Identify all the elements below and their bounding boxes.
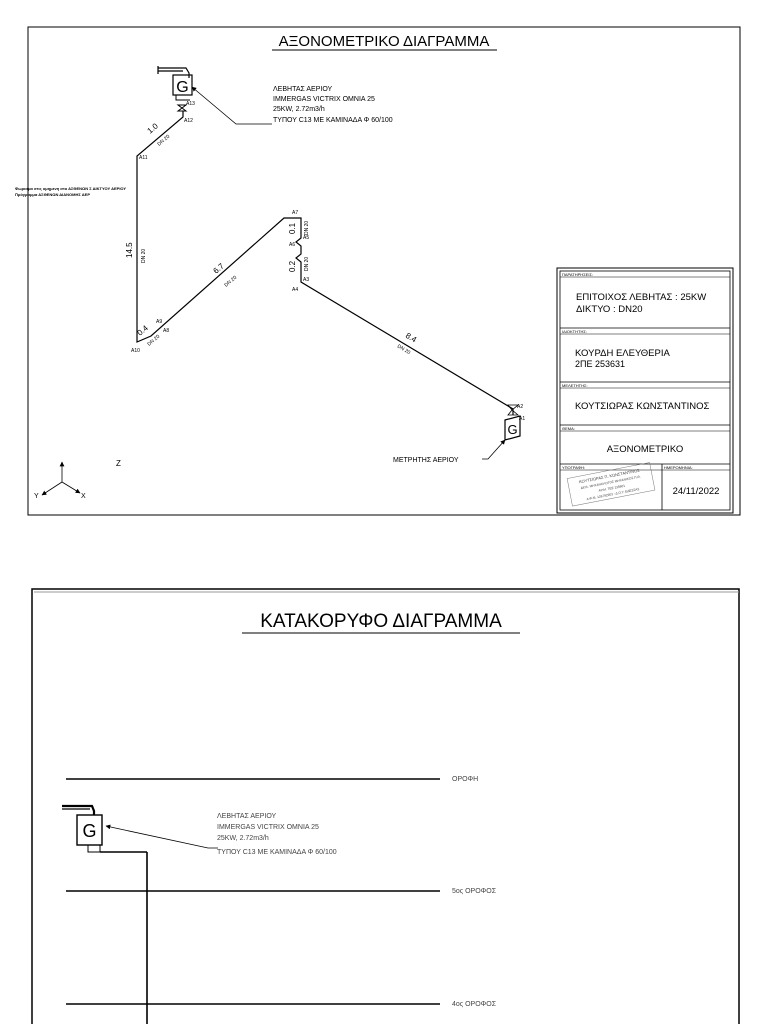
boiler-symbol-letter-vertical: G bbox=[82, 821, 96, 841]
engineer-label: ΜΕΛΕΤΗΤΗΣ: bbox=[562, 383, 588, 388]
point-label: A4 bbox=[292, 287, 298, 293]
sheet1-border bbox=[27, 26, 741, 516]
gas-pipe-route bbox=[136, 111, 514, 415]
boiler-label-line-4-vertical: ΤΥΠΟΥ C13 ΜΕ ΚΑΜΙΝΑΔΑ Φ 60/100 bbox=[217, 849, 337, 856]
meter-symbol-letter: G bbox=[507, 422, 517, 437]
boiler-label-block: ΛΕΒΗΤΑΣ ΑΕΡΙΟΥ IMMERGAS VICTRIX OMNIA 25… bbox=[273, 86, 393, 124]
boiler-label-block-vertical: ΛΕΒΗΤΑΣ ΑΕΡΙΟΥ IMMERGAS VICTRIX OMNIA 25… bbox=[217, 813, 337, 856]
point-label: A1 bbox=[519, 416, 525, 422]
remarks-line-1: ΕΠΙΤΟΙΧΟΣ ΛΕΒΗΤΑΣ : 25KW bbox=[576, 292, 706, 303]
boiler-valve-icon bbox=[176, 104, 188, 112]
stamp-line: ΑΡ.Μ. ΤΕΕ 135601 bbox=[598, 484, 625, 493]
segment-dn: DN 20 bbox=[146, 334, 161, 348]
level-label-roof: ΟΡΟΦΗ bbox=[452, 776, 478, 783]
segment-length: 8.4 bbox=[404, 331, 419, 345]
axis-y-label: Y bbox=[34, 493, 39, 500]
title-block: ΠΑΡΑΤΗΡΗΣΕΙΣ: ΕΠΙΤΟΙΧΟΣ ΛΕΒΗΤΑΣ : 25KW Δ… bbox=[556, 267, 734, 514]
level-label-4th: 4ος ΟΡΟΦΟΣ bbox=[452, 1001, 497, 1008]
segment-dn: DN 20 bbox=[141, 249, 147, 263]
segment-dn: DN 20 bbox=[304, 257, 310, 271]
boiler-label-line-1: ΛΕΒΗΤΑΣ ΑΕΡΙΟΥ bbox=[273, 86, 333, 93]
date-value: 24/11/2022 bbox=[673, 486, 720, 497]
drawing-name: ΑΞΟΝΟΜΕΤΡΙΚΟ bbox=[607, 444, 684, 455]
level-label-5th: 5ος ΟΡΟΦΟΣ bbox=[452, 888, 497, 895]
engineer-name: ΚΟΥΤΣΙΩΡΑΣ ΚΩΝΣΤΑΝΤΙΝΟΣ bbox=[575, 401, 710, 412]
owner-name: ΚΟΥΡΔΗ ΕΛΕΥΘΕΡΙΑ bbox=[575, 348, 670, 359]
segment-dn: DN 20 bbox=[223, 275, 238, 289]
remarks-line-2: ΔΙΚΤΥΟ : DN20 bbox=[576, 304, 643, 315]
axonometric-sheet: ΑΞΟΝΟΜΕΤΡΙΚΟ ΔΙΑΓΡΑΜΜΑ G ΛΕΒΗΤΑΣ ΑΕΡΙΟΥ … bbox=[15, 26, 741, 516]
segment-length: 0.4 bbox=[136, 323, 151, 337]
boiler-leader-line-vertical bbox=[105, 824, 218, 849]
meter-label: ΜΕΤΡΗΤΗΣ ΑΕΡΙΟΥ bbox=[393, 457, 459, 464]
point-label: A7 bbox=[292, 210, 298, 216]
boiler-symbol-letter: G bbox=[176, 79, 188, 96]
signature-label: ΥΠΟΓΡΑΦΗ: bbox=[562, 465, 585, 470]
segment-dn: DN 20 bbox=[156, 134, 171, 148]
boiler-symbol-vertical: G bbox=[62, 804, 147, 853]
point-label: A13 bbox=[186, 101, 195, 107]
pipe-points: A13 A12 A11 A10 A9 A8 A7 A6 A5 A4 A3 A2 … bbox=[131, 101, 525, 422]
date-label: ΗΜΕΡΟΜΗΝΙΑ: bbox=[664, 465, 693, 470]
gas-meter-symbol: G bbox=[504, 404, 521, 441]
segment-length: 14.5 bbox=[125, 242, 134, 258]
segment-annotations: 1.0 DN 20 14.5 DN 20 0.4 DN 20 6.7 DN 20… bbox=[125, 121, 419, 356]
sheet1-title: ΑΞΟΝΟΜΕΤΡΙΚΟ ΔΙΑΓΡΑΜΜΑ bbox=[279, 33, 490, 50]
point-label: A10 bbox=[131, 348, 140, 354]
owner-label: ΙΔΙΟΚΤΗΤΗΣ: bbox=[562, 329, 587, 334]
boiler-label-line-2-vertical: IMMERGAS VICTRIX OMNIA 25 bbox=[217, 824, 319, 831]
segment-length: 0.2 bbox=[288, 260, 297, 272]
axis-x-label: X bbox=[81, 493, 86, 500]
point-label: A9 bbox=[156, 319, 162, 325]
point-label: A8 bbox=[163, 328, 169, 334]
owner-id: 2ΠΕ 253631 bbox=[575, 359, 625, 369]
segment-length: 6.7 bbox=[212, 261, 227, 275]
point-label: A2 bbox=[517, 404, 523, 410]
boiler-label-line-2: IMMERGAS VICTRIX OMNIA 25 bbox=[273, 96, 375, 103]
boiler-label-line-3-vertical: 25KW, 2.72m3/h bbox=[217, 835, 269, 842]
point-label: A6 bbox=[289, 242, 295, 248]
boiler-label-line-3: 25KW, 2.72m3/h bbox=[273, 106, 325, 113]
side-note-line-1: Φωρισμα στις ομημενη στο ΑΣΘΕΝΩΝ Σ ΔΙΚΤΥ… bbox=[15, 186, 126, 191]
meter-leader-line bbox=[482, 439, 506, 460]
point-label: A3 bbox=[303, 277, 309, 283]
remarks-label: ΠΑΡΑΤΗΡΗΣΕΙΣ: bbox=[562, 272, 593, 277]
axis-z-label: Z bbox=[116, 459, 121, 468]
sheet2-title: ΚΑΤΑΚΟΡΥΦΟ ΔΙΑΓΡΑΜΜΑ bbox=[260, 611, 502, 632]
point-label: A12 bbox=[184, 118, 193, 124]
segment-length: 0.1 bbox=[288, 222, 297, 234]
axis-indicator: Z Y X bbox=[34, 459, 121, 500]
boiler-label-line-4: ΤΥΠΟΥ C13 ΜΕ ΚΑΜΙΝΑΔΑ Φ 60/100 bbox=[273, 117, 393, 124]
segment-length: 1.0 bbox=[146, 121, 161, 135]
point-label: A5 bbox=[303, 235, 309, 241]
boiler-label-line-1-vertical: ΛΕΒΗΤΑΣ ΑΕΡΙΟΥ bbox=[217, 813, 277, 820]
segment-dn: DN 20 bbox=[304, 221, 310, 235]
side-note-line-2: Πρόγραμμα ΑΣΘΕΝΩΝ ΔΙΑΝΟΜΗΣ ΑΕΡ bbox=[15, 192, 90, 197]
vertical-diagram-sheet: ΚΑΤΑΚΟΡΥΦΟ ΔΙΑΓΡΑΜΜΑ ΟΡΟΦΗ 5ος ΟΡΟΦΟΣ 4ο… bbox=[31, 588, 740, 1024]
drawing-label: ΘΕΜΑ: bbox=[562, 426, 575, 431]
segment-dn: DN 20 bbox=[396, 344, 411, 357]
point-label: A11 bbox=[139, 155, 148, 161]
sheet2-border bbox=[31, 588, 740, 1024]
boiler-symbol-top: G bbox=[157, 66, 193, 101]
boiler-leader-line bbox=[191, 86, 272, 125]
